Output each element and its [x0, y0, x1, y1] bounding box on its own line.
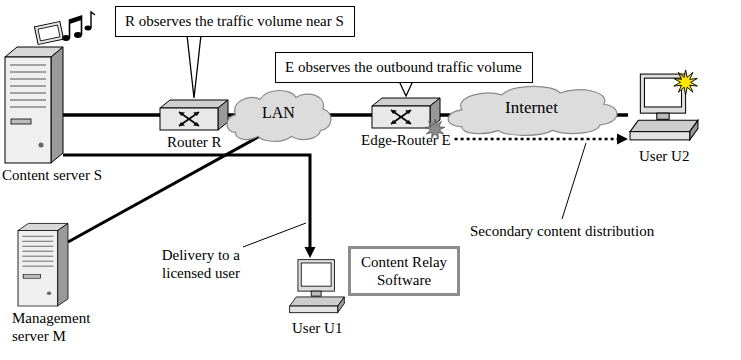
- computer-node: User U2: [628, 72, 700, 144]
- callout-box: R observes the traffic volume near S: [115, 6, 355, 37]
- leader-line: [243, 223, 306, 247]
- server-icon: [18, 222, 68, 306]
- delivery-note: Delivery to a licensed user: [128, 246, 240, 282]
- device-label: Router R: [167, 133, 222, 151]
- software-label: Content Relay Software: [351, 249, 457, 293]
- connector: [455, 134, 628, 145]
- computer-icon: [628, 72, 700, 144]
- callout-pointer-shape: [399, 81, 413, 96]
- server-icon-node: Content server S: [5, 45, 63, 163]
- computer-node: User U1: [288, 258, 346, 316]
- device-label: Edge-Router E: [361, 131, 451, 149]
- server-icon: [5, 45, 63, 163]
- wire-line: [63, 113, 160, 117]
- callout-pointer-shape: [187, 35, 201, 98]
- distribution-note: Secondary content distribution: [470, 222, 654, 240]
- computer-icon: [288, 258, 346, 316]
- device-label: Content server S: [2, 166, 102, 184]
- callout-text: E observes the outbound traffic volume: [285, 58, 522, 76]
- wire-line: [68, 136, 260, 242]
- router-icon: [160, 100, 228, 130]
- device-label: Management server M: [12, 309, 112, 345]
- connector: [63, 115, 160, 116]
- dotted-line: [455, 138, 619, 141]
- callout-pointer: [187, 35, 201, 98]
- network-cloud: Internet: [440, 80, 622, 136]
- server-icon-node: Management server M: [18, 222, 68, 306]
- callout-pointer: [399, 81, 413, 96]
- network-label: Internet: [505, 98, 558, 118]
- device-label: User U2: [639, 147, 689, 165]
- leader-line: [562, 143, 586, 219]
- network-cloud: LAN: [222, 84, 334, 142]
- software-box: Content Relay Software: [348, 246, 460, 296]
- arrow-head: [617, 134, 628, 145]
- network-label: LAN: [262, 103, 295, 122]
- connector: [68, 136, 260, 242]
- edge-router-node: Edge-Router E: [372, 98, 440, 128]
- router-icon: [372, 98, 440, 128]
- router-node: Router R: [160, 100, 228, 130]
- arrow-head: [305, 247, 316, 258]
- callout-box: E observes the outbound traffic volume: [275, 52, 533, 83]
- media-icons: [34, 12, 95, 45]
- device-label: User U1: [292, 319, 342, 337]
- callout-text: R observes the traffic volume near S: [125, 12, 344, 30]
